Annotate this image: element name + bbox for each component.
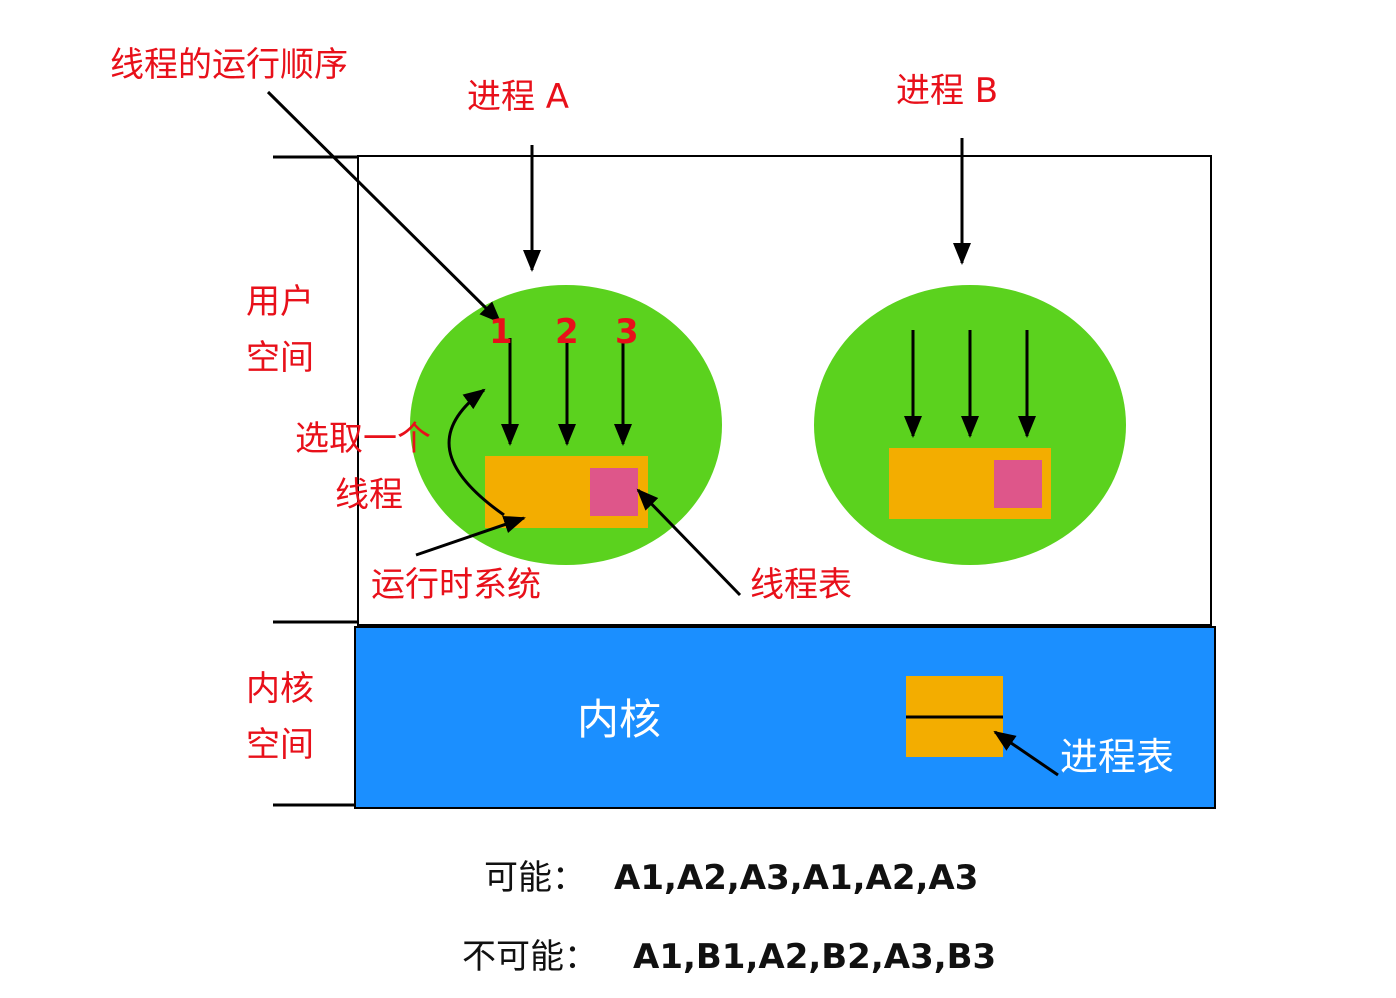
thread-table-label: 线程表 [750,565,852,605]
thread-number-1: 1 [489,312,513,352]
user-space-label-1: 用户 [246,282,314,322]
kernel-space-label-2: 空间 [246,725,314,765]
kernel-space-box [354,626,1216,809]
kernel-label: 内核 [577,695,661,744]
process-b-label: 进程 B [896,71,998,111]
select-thread-label-2: 线程 [335,475,403,515]
kernel-space-label-1: 内核 [246,669,314,709]
thread-table-b [994,460,1042,508]
select-thread-arrow [447,388,505,517]
user-space-label-2: 空间 [246,338,314,378]
runtime-system-arrow [415,515,526,557]
impossible-label: 不可能： [462,937,598,977]
thread-order-arrow [266,90,502,324]
thread-table-a [590,468,638,516]
thread-number-2: 2 [555,312,579,352]
process-a-label: 进程 A [467,77,569,117]
possible-label: 可能： [484,858,586,898]
process-table-label: 进程表 [1060,735,1174,779]
thread-order-label: 线程的运行顺序 [110,45,348,85]
possible-value: A1,A2,A3,A1,A2,A3 [614,858,978,898]
thread-number-3: 3 [615,312,639,352]
thread-table-arrow [636,488,742,597]
impossible-value: A1,B1,A2,B2,A3,B3 [633,937,996,977]
process-table-arrow [993,730,1059,777]
runtime-system-label: 运行时系统 [371,565,541,605]
select-thread-label-1: 选取一个 [295,419,431,459]
